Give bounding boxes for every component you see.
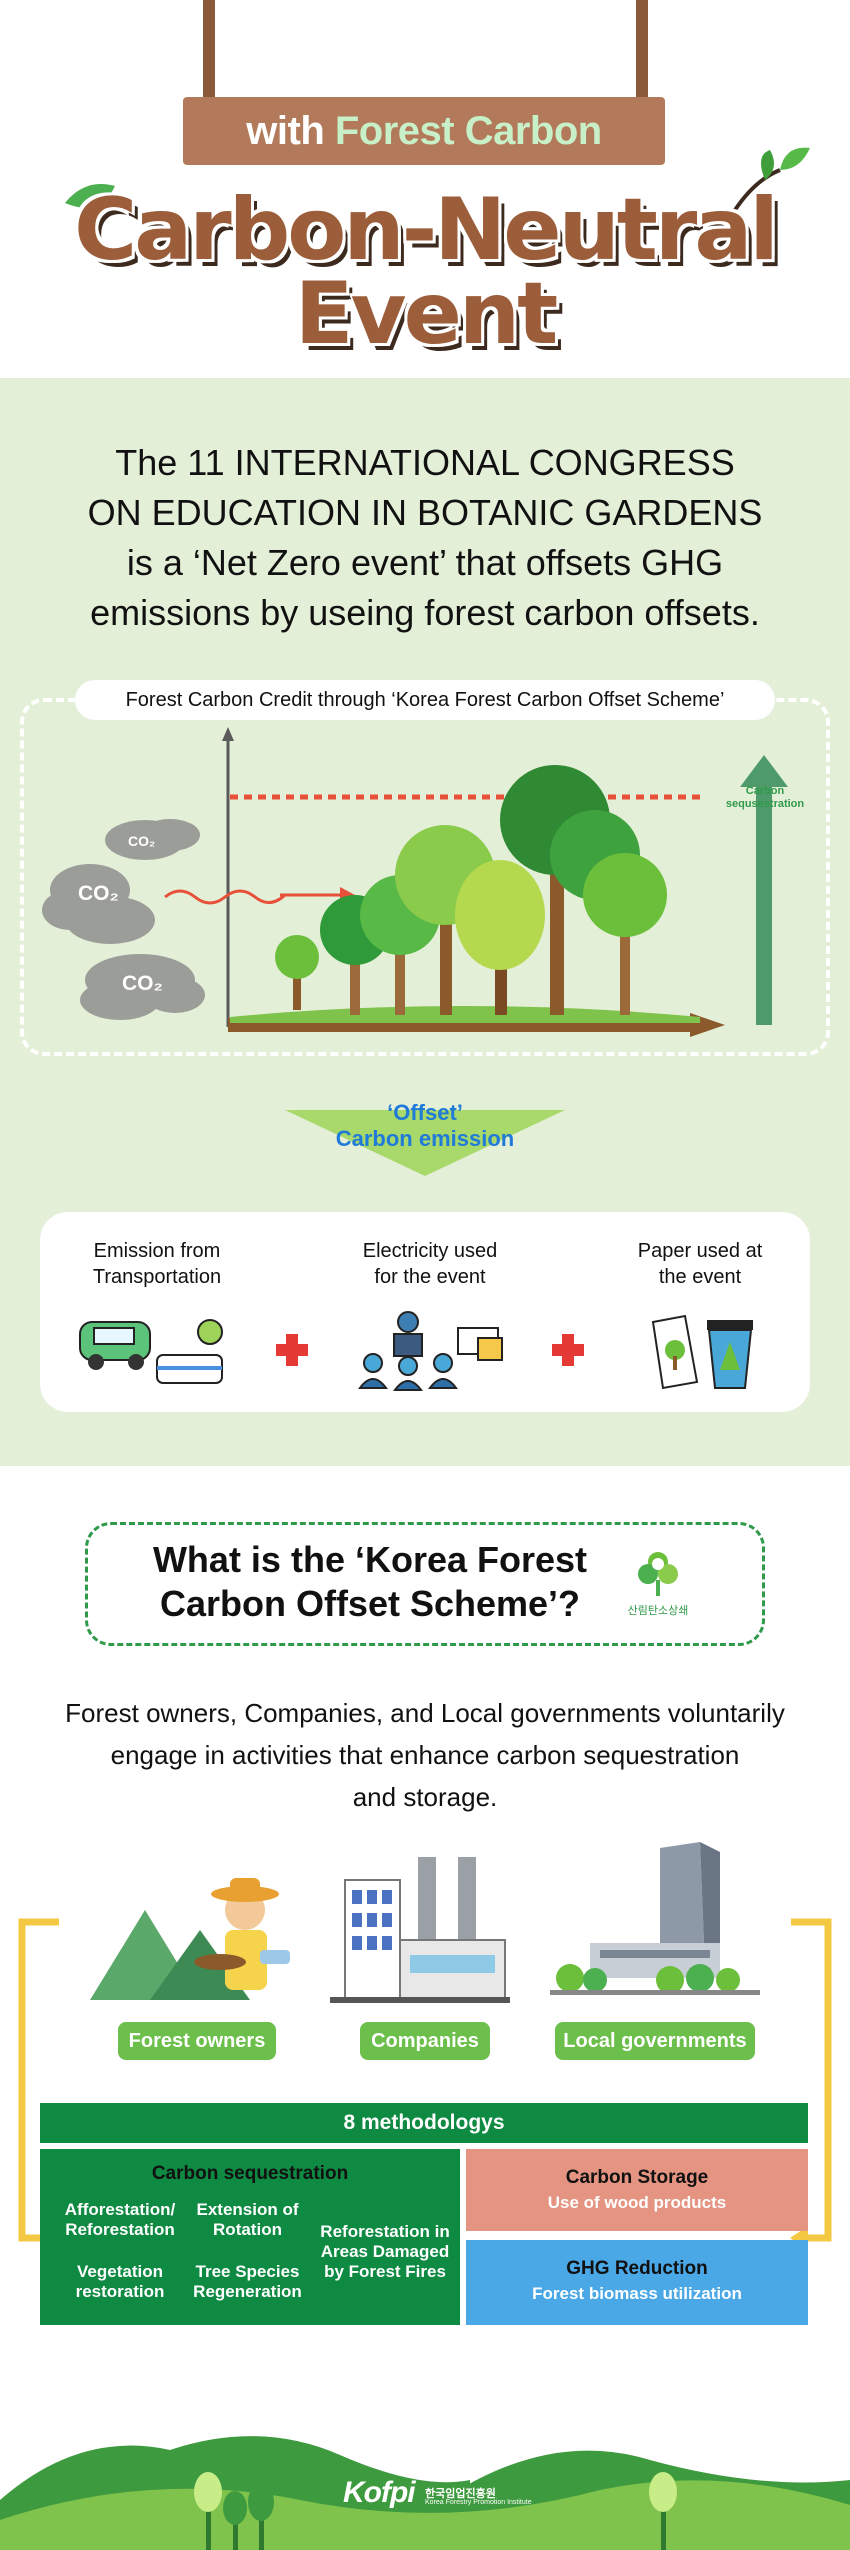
credit-scheme-label: Forest Carbon Credit through ‘Korea Fore…: [75, 680, 775, 720]
method-afforestation: Afforestation/ Reforestation: [50, 2200, 190, 2240]
down-arrow-icon: [285, 1110, 565, 1176]
methodology-header: 8 methodologys: [40, 2103, 808, 2143]
carbon-storage-panel: Carbon Storage Use of wood products: [466, 2149, 808, 2231]
question-title: What is the ‘Korea Forest Carbon Offset …: [120, 1538, 620, 1626]
method-species: Tree Species Regeneration: [180, 2262, 315, 2302]
sign-board: with Forest Carbon: [183, 97, 665, 165]
scheme-description: Forest owners, Companies, and Local gove…: [20, 1692, 830, 1818]
carbon-offset-logo-icon: [638, 1552, 678, 1596]
emission-paper-label: Paper used at the event: [590, 1238, 810, 1290]
emission-transport-label: Emission from Transportation: [47, 1238, 267, 1290]
desc-line-3: and storage.: [352, 1782, 498, 1812]
co2-label-b: CO₂: [122, 972, 163, 995]
company-factory-illustration: [330, 1857, 510, 2003]
sprout-icon: [733, 147, 810, 212]
title-line-1: Carbon-Neutral: [74, 180, 779, 280]
method-afforestation-line-1: Afforestation/: [64, 2200, 176, 2219]
forest-offset-illustration: [42, 727, 788, 1037]
sequestration-title: Carbon sequestration: [151, 2163, 349, 2184]
ghg-title: GHG Reduction: [566, 2258, 708, 2279]
offset-label: ‘Offset’ Carbon emission: [280, 1100, 570, 1152]
audience-presentation-icon: [358, 1311, 503, 1391]
method-vegetation: Vegetation restoration: [50, 2262, 190, 2302]
emission-electricity-label: Electricity used for the event: [320, 1238, 540, 1290]
offset-line-1: ‘Offset’: [387, 1100, 463, 1125]
emission-paper-line-1: Paper used at: [637, 1240, 763, 1262]
actor-companies: Companies: [360, 2022, 490, 2060]
sequestration-label: Carbon sequsestration: [705, 785, 825, 811]
org-name-ko: 한국임업진흥원: [425, 2488, 496, 2500]
storage-sub: Use of wood products: [547, 2193, 727, 2212]
intro-line-3: is a ‘Net Zero event’ that offsets GHG: [126, 542, 724, 583]
method-species-line-2: Regeneration: [193, 2282, 302, 2301]
method-forest-fire: Reforestation in Areas Damaged by Forest…: [310, 2222, 460, 2282]
co2-label-small: CO₂: [128, 833, 156, 849]
storage-title: Carbon Storage: [565, 2167, 709, 2188]
emission-electricity-line-1: Electricity used: [362, 1240, 498, 1262]
ghg-sub: Forest biomass utilization: [532, 2284, 742, 2303]
sign-post-left: [203, 0, 215, 100]
method-rotation-line-1: Extension of: [196, 2200, 299, 2219]
leaf-icon: [65, 184, 115, 208]
method-rotation-line-2: Rotation: [213, 2220, 282, 2239]
sequestration-line-2: sequsestration: [725, 798, 805, 810]
intro-line-2: ON EDUCATION IN BOTANIC GARDENS: [87, 492, 763, 533]
local-government-illustration: [550, 1842, 760, 1995]
offset-line-2: Carbon emission: [335, 1126, 515, 1151]
method-afforestation-line-2: Reforestation: [65, 2220, 175, 2239]
method-vegetation-line-2: restoration: [75, 2282, 165, 2301]
intro-text: The 11 INTERNATIONAL CONGRESS ON EDUCATI…: [40, 438, 810, 638]
co2-cloud-icon: [42, 819, 205, 1020]
plus-icon: [276, 1334, 308, 1366]
desc-line-2: engage in activities that enhance carbon…: [110, 1740, 740, 1770]
tree-icon: [275, 765, 667, 1015]
title-line-2: Event: [294, 264, 558, 364]
actor-forest-owners: Forest owners: [118, 2022, 276, 2060]
emission-paper-line-2: the event: [658, 1266, 742, 1288]
intro-line-4: emissions by useing forest carbon offset…: [90, 592, 760, 633]
method-vegetation-line-1: Vegetation: [77, 2262, 163, 2281]
sign-post-right: [636, 0, 648, 100]
kofpi-logo: Kofpi: [343, 2476, 416, 2509]
plus-icon: [552, 1334, 584, 1366]
ghg-reduction-panel: GHG Reduction Forest biomass utilization: [466, 2240, 808, 2325]
method-rotation: Extension of Rotation: [180, 2200, 315, 2240]
emission-electricity-line-2: for the event: [374, 1266, 486, 1288]
co2-label-a: CO₂: [78, 882, 119, 905]
method-forest-fire-line-3: by Forest Fires: [324, 2262, 446, 2281]
emission-transport-line-1: Emission from: [93, 1240, 221, 1262]
question-frame: [85, 1522, 765, 1646]
desc-line-1: Forest owners, Companies, and Local gove…: [65, 1698, 785, 1728]
question-line-1: What is the ‘Korea Forest: [152, 1539, 588, 1580]
method-forest-fire-line-1: Reforestation in: [320, 2222, 450, 2241]
org-name-en: Korea Forestry Promotion Institute: [425, 2499, 532, 2506]
tree-icon: [194, 2472, 677, 2550]
method-species-line-1: Tree Species: [195, 2262, 300, 2281]
carbon-sequestration-panel: [40, 2149, 460, 2325]
sign-highlight: Forest Carbon: [334, 109, 602, 153]
sign-prefix: with: [246, 109, 335, 153]
paper-cup-icon: [651, 1314, 753, 1390]
sequestration-line-1: Carbon: [745, 785, 785, 797]
carbon-offset-logo-text: 산림탄소상쇄: [627, 1605, 689, 1617]
emission-transport-line-2: Transportation: [92, 1266, 222, 1288]
transport-icon: [79, 1319, 223, 1384]
intro-line-1: The 11 INTERNATIONAL CONGRESS: [115, 442, 735, 483]
forest-owner-illustration: [90, 1878, 290, 2000]
method-forest-fire-line-2: Areas Damaged: [320, 2242, 450, 2261]
actor-local-governments: Local governments: [555, 2022, 755, 2060]
question-line-2: Carbon Offset Scheme’?: [159, 1583, 581, 1624]
footer-hills: [0, 2436, 850, 2550]
